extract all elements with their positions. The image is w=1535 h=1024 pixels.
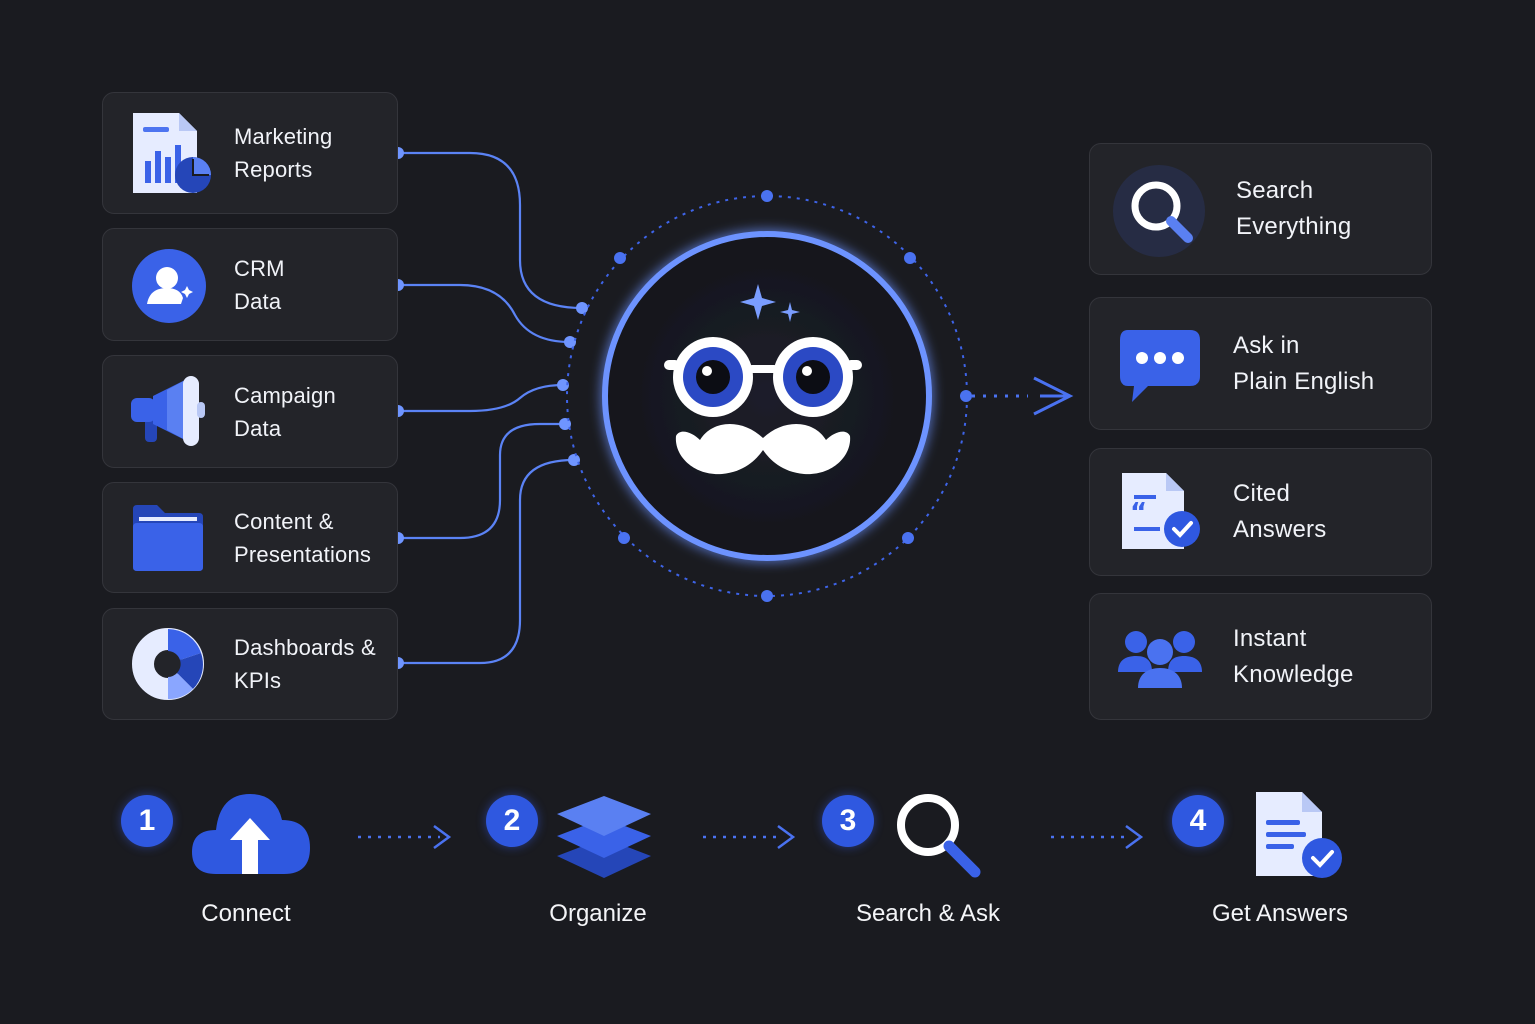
step-2-label: Organize <box>549 900 647 927</box>
report-chart-icon <box>133 113 211 193</box>
magnifier-icon <box>1113 165 1205 257</box>
mustache-glasses-mascot-icon <box>664 284 862 475</box>
step-2-number: 2 <box>486 795 538 847</box>
step-4-number: 4 <box>1172 795 1224 847</box>
cloud-upload-icon <box>192 794 310 874</box>
chat-bubble-icon <box>1120 330 1200 402</box>
wire-endpoints <box>392 147 588 669</box>
step-1-number: 1 <box>121 795 173 847</box>
svg-text:“: “ <box>1130 498 1147 528</box>
step-3-label: Search & Ask <box>855 900 1001 927</box>
cited-document-icon: “ <box>1122 473 1200 549</box>
wire-crm <box>398 283 571 344</box>
verified-document-icon <box>1256 792 1342 878</box>
hub-core <box>602 231 932 561</box>
hub-orbit <box>566 190 972 602</box>
source-wires <box>398 151 583 665</box>
source-label: Content &Presentations <box>234 508 372 567</box>
team-icon <box>1118 631 1202 688</box>
wire-campaign <box>398 383 564 413</box>
step-3-number: 3 <box>822 795 874 847</box>
user-contact-icon <box>132 249 206 323</box>
source-label: Dashboards &KPIs <box>234 635 376 693</box>
donut-chart-icon <box>132 628 204 700</box>
search-icon <box>897 794 981 878</box>
source-card-dashboards-kpis[interactable]: Dashboards &KPIs <box>102 608 398 720</box>
folder-icon <box>133 505 203 571</box>
step-1-label: Connect <box>201 900 291 927</box>
source-card-content-presentations[interactable]: Content &Presentations <box>102 482 398 593</box>
step-4-label: Get Answers <box>1211 900 1349 927</box>
wire-dashboards <box>398 458 575 665</box>
layers-icon <box>557 796 651 878</box>
megaphone-icon <box>131 376 205 446</box>
hub-output-arrow <box>972 376 1074 416</box>
wire-content <box>398 422 565 540</box>
wire-marketing <box>398 151 583 310</box>
step-arrows <box>358 824 1144 850</box>
